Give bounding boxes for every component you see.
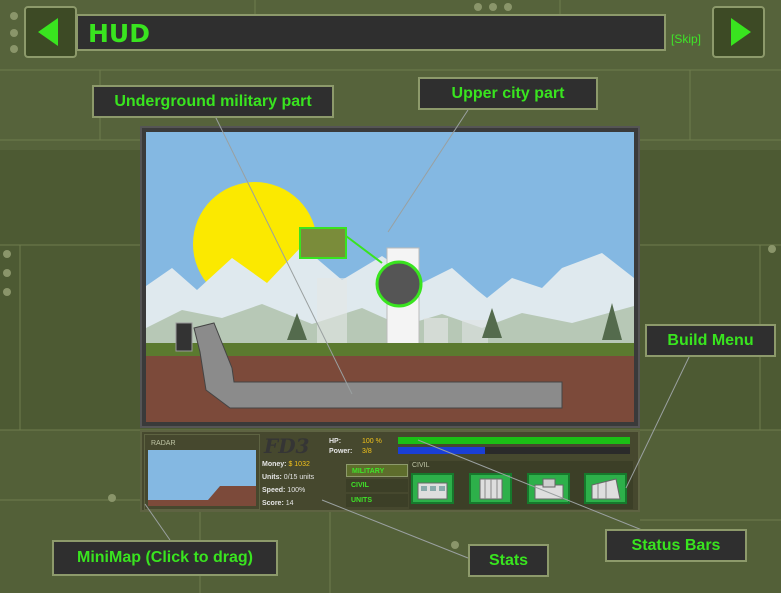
previous-button[interactable] bbox=[24, 6, 77, 58]
speed-label: Speed: bbox=[262, 487, 286, 494]
building-icon bbox=[534, 478, 564, 500]
callout-stats: Stats bbox=[468, 544, 549, 577]
money-value: $ 1032 bbox=[288, 461, 310, 468]
callout-upper-city: Upper city part bbox=[418, 77, 598, 110]
hp-value: 100 % bbox=[362, 438, 382, 445]
next-button[interactable] bbox=[712, 6, 765, 58]
units-label: Units: bbox=[262, 474, 282, 481]
skip-link[interactable]: [Skip] bbox=[671, 32, 702, 46]
title-bar: HUD bbox=[76, 14, 666, 51]
callout-build-menu: Build Menu bbox=[645, 324, 776, 357]
build-category-label: CIVIL bbox=[412, 462, 430, 469]
minimap-view bbox=[148, 450, 256, 506]
hp-bar-fill bbox=[398, 437, 630, 444]
building-icon bbox=[417, 482, 448, 500]
game-view[interactable] bbox=[140, 126, 640, 428]
left-arrow-icon bbox=[38, 18, 58, 46]
tab-civil[interactable]: CIVIL bbox=[346, 479, 408, 492]
score-label: Score: bbox=[262, 500, 284, 507]
build-item-2[interactable] bbox=[469, 473, 512, 504]
page-title: HUD bbox=[88, 19, 150, 48]
building-icon bbox=[591, 478, 621, 500]
right-arrow-icon bbox=[731, 18, 751, 46]
game-logo: FD3 bbox=[264, 434, 310, 458]
build-item-1[interactable] bbox=[411, 473, 454, 504]
callout-minimap: MiniMap (Click to drag) bbox=[52, 540, 278, 576]
money-label: Money: bbox=[262, 461, 287, 468]
tab-units[interactable]: UNITS bbox=[346, 494, 408, 507]
radar-label: RADAR bbox=[151, 440, 176, 447]
callout-status-bars: Status Bars bbox=[605, 529, 747, 562]
building-icon bbox=[479, 478, 503, 500]
hp-bar-track bbox=[398, 437, 630, 444]
power-value: 3/8 bbox=[362, 448, 372, 455]
power-bar-fill bbox=[398, 447, 485, 454]
power-label: Power: bbox=[329, 448, 353, 455]
build-item-4[interactable] bbox=[584, 473, 627, 504]
stats-panel: Money: $ 1032 Units: 0/15 units Speed: 1… bbox=[262, 461, 344, 509]
hp-label: HP: bbox=[329, 438, 342, 445]
score-value: 14 bbox=[285, 500, 294, 507]
game-scene bbox=[146, 132, 634, 422]
units-value: 0/15 units bbox=[283, 474, 315, 481]
speed-value: 100% bbox=[287, 487, 306, 494]
minimap[interactable]: RADAR bbox=[144, 434, 260, 510]
power-bar-track bbox=[398, 447, 630, 454]
tab-military[interactable]: MILITARY bbox=[346, 464, 408, 477]
build-item-3[interactable] bbox=[527, 473, 570, 504]
callout-underground: Underground military part bbox=[92, 85, 334, 118]
